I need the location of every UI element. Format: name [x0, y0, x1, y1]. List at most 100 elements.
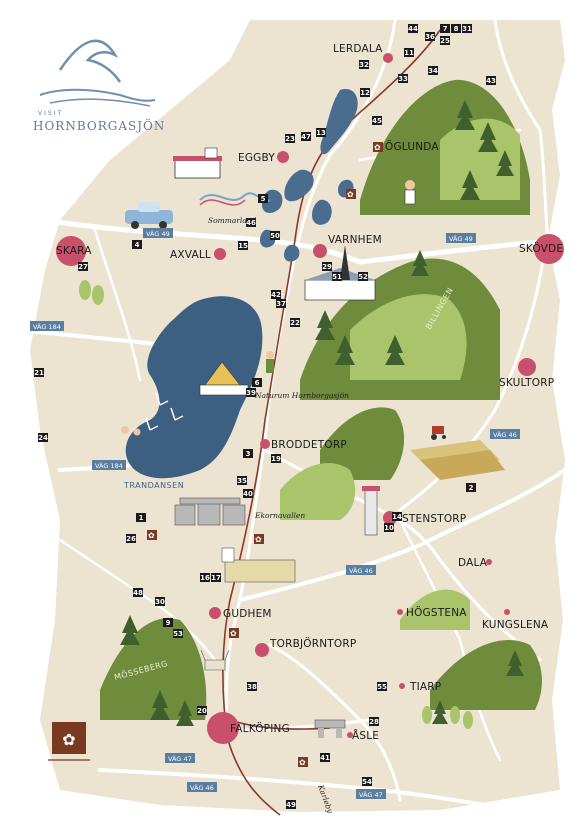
- number-marker: 41: [320, 753, 330, 762]
- pin-tiarp: [399, 683, 405, 689]
- pin-broddetorp: [260, 439, 270, 449]
- pin-skultorp: [518, 358, 536, 376]
- number-marker: 7: [440, 24, 450, 33]
- road-sign-184-north: VÄG 184: [30, 321, 64, 331]
- number-marker-label: 5: [261, 195, 266, 203]
- number-marker: 45: [372, 116, 382, 125]
- number-marker-label: 53: [173, 630, 183, 638]
- number-marker-label: 48: [133, 589, 143, 597]
- number-marker-label: 17: [211, 574, 221, 582]
- label-eggby: EGGBY: [238, 152, 275, 164]
- label-skovde: SKÖVDE: [519, 242, 563, 255]
- number-marker: 50: [270, 231, 280, 240]
- label-naturum: Naturum Hornborgasjön: [254, 391, 349, 400]
- label-hogstena: HÖGSTENA: [406, 606, 467, 619]
- road-sign-46-south: VÄG 46: [187, 782, 217, 792]
- pin-torbjorntorp: [255, 643, 269, 657]
- number-marker: 51: [332, 272, 342, 281]
- number-marker-label: 54: [362, 778, 372, 786]
- number-marker-label: 38: [247, 683, 257, 691]
- number-marker: 44: [408, 24, 418, 33]
- number-marker: 12: [360, 88, 370, 97]
- label-dala: DALA: [458, 557, 488, 569]
- svg-text:VÄG 184: VÄG 184: [33, 322, 61, 331]
- number-marker-label: 39: [246, 389, 256, 397]
- label-tiarp: TIARP: [409, 681, 441, 693]
- flower-markers: ✿ ✿ ✿ ✿ ✿ ✿: [147, 142, 383, 767]
- number-marker-label: 33: [398, 75, 408, 83]
- tractor-icon: [432, 426, 444, 434]
- svg-text:VÄG 49: VÄG 49: [449, 234, 473, 243]
- svg-text:✿: ✿: [347, 190, 354, 199]
- label-trandansen: TRANDANSEN: [123, 481, 184, 490]
- pin-kungslena: [504, 609, 510, 615]
- label-varnhem: VARNHEM: [328, 234, 382, 246]
- legend: ✿: [48, 722, 90, 761]
- number-marker: 48: [133, 588, 143, 597]
- number-marker-label: 10: [384, 524, 394, 532]
- number-marker: 27: [78, 262, 88, 271]
- number-marker: 9: [163, 618, 173, 627]
- svg-text:VÄG 46: VÄG 46: [493, 430, 517, 439]
- number-marker-label: 36: [425, 33, 435, 41]
- number-marker: 6: [252, 378, 262, 387]
- svg-text:VÄG 47: VÄG 47: [359, 790, 383, 799]
- svg-text:VÄG 46: VÄG 46: [349, 566, 373, 575]
- pin-eggby: [277, 151, 289, 163]
- label-torbjorntorp: TORBJÖRNTORP: [269, 637, 356, 650]
- number-marker-label: 43: [486, 77, 496, 85]
- number-marker: 40: [243, 489, 253, 498]
- number-marker: 14: [392, 512, 402, 521]
- label-asle: ÅSLE: [352, 729, 379, 742]
- label-lerdala: LERDALA: [333, 43, 383, 55]
- road-signs: VÄG 49 VÄG 49 VÄG 184 VÄG 184 VÄG 46 VÄG…: [30, 228, 520, 799]
- number-marker: 26: [126, 534, 136, 543]
- number-marker: 11: [404, 48, 414, 57]
- road-sign-49-east: VÄG 49: [446, 233, 476, 243]
- number-marker: 19: [271, 454, 281, 463]
- label-broddetorp: BRODDETORP: [271, 439, 347, 451]
- number-marker: 31: [462, 24, 472, 33]
- svg-text:✿: ✿: [299, 758, 306, 767]
- number-marker-label: 41: [320, 754, 330, 762]
- number-marker: 43: [486, 76, 496, 85]
- number-marker: 54: [362, 777, 372, 786]
- lake-hornborgasjon: [125, 296, 263, 479]
- number-marker-label: 46: [246, 219, 256, 227]
- illustrations: [121, 147, 416, 738]
- number-marker-label: 27: [78, 263, 88, 271]
- number-marker-label: 45: [372, 117, 382, 125]
- number-marker-label: 9: [166, 619, 171, 627]
- road-sign-49-west: VÄG 49: [143, 228, 173, 238]
- label-axvall: AXVALL: [170, 249, 211, 261]
- flower-icon: ✿: [62, 730, 75, 749]
- number-marker-label: 35: [237, 477, 247, 485]
- number-marker: 29: [322, 262, 332, 271]
- number-marker-label: 30: [155, 598, 165, 606]
- number-marker-label: 50: [270, 232, 280, 240]
- road-sign-184-south: VÄG 184: [92, 460, 126, 470]
- number-marker: 13: [316, 128, 326, 137]
- number-marker: 5: [258, 194, 268, 203]
- number-marker: 38: [247, 682, 257, 691]
- pin-gudhem: [209, 607, 221, 619]
- number-marker-label: 34: [428, 67, 438, 75]
- round-trees: [79, 280, 473, 729]
- family-icon: [121, 426, 129, 434]
- logo-small-text: VISIT: [38, 110, 63, 117]
- number-marker-label: 15: [238, 242, 248, 250]
- number-marker: 30: [155, 597, 165, 606]
- number-marker: 16: [200, 573, 210, 582]
- svg-text:✿: ✿: [148, 531, 155, 540]
- number-marker-label: 16: [200, 574, 210, 582]
- number-marker: 2: [466, 483, 476, 492]
- number-marker-label: 22: [290, 319, 300, 327]
- number-marker-label: 24: [38, 434, 48, 442]
- number-marker: 4: [132, 240, 142, 249]
- number-marker-label: 23: [285, 135, 295, 143]
- number-marker: 1: [136, 513, 146, 522]
- crane-birds-icon: [145, 392, 184, 431]
- number-marker-label: 32: [359, 61, 369, 69]
- logo: VISIT HORNBORGASJÖN: [33, 39, 164, 133]
